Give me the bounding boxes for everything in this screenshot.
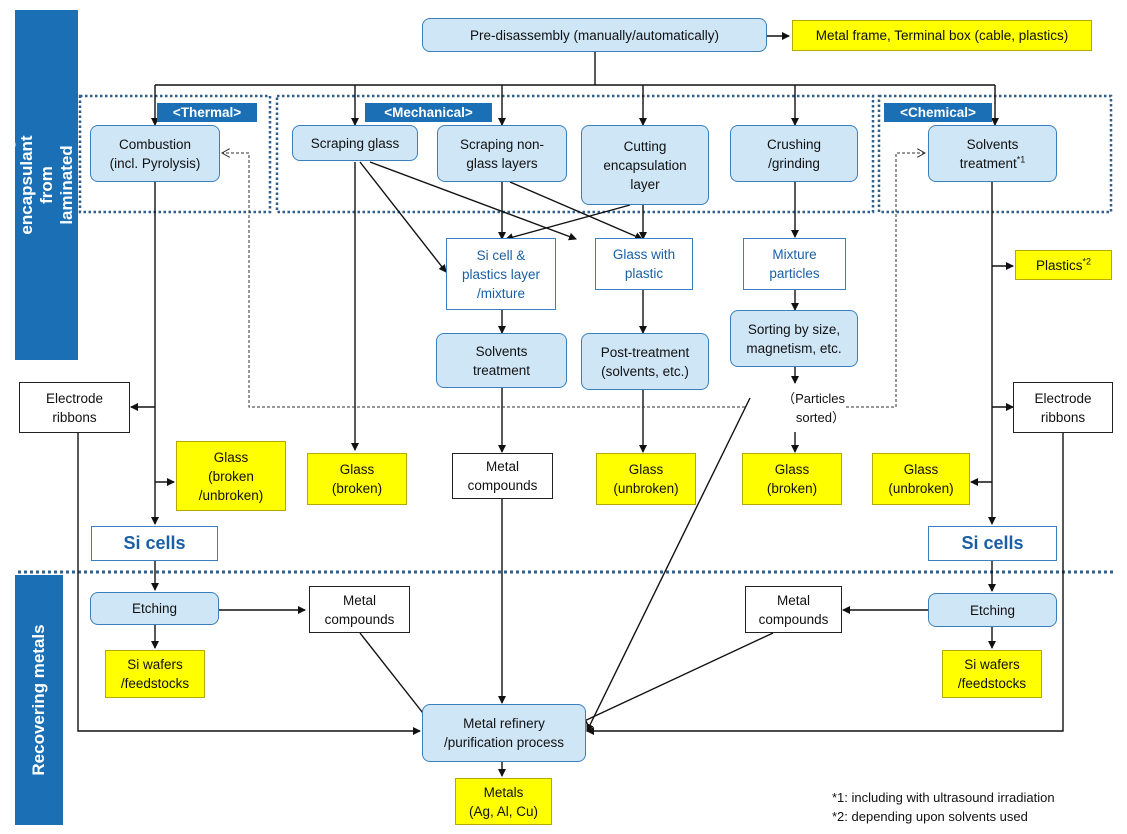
node-sorting: Sorting by size, magnetism, etc. bbox=[730, 310, 858, 367]
node-scraping-glass: Scraping glass bbox=[292, 125, 418, 161]
node-glass-unbroken-1: Glass (unbroken) bbox=[596, 453, 696, 505]
node-electrode-ribbons-right: Electrode ribbons bbox=[1013, 382, 1113, 433]
side-label-eliminating-encapsulant: Eliminating encapsulant from laminated s… bbox=[0, 10, 96, 360]
node-metal-frame-terminal-box: Metal frame, Terminal box (cable, plasti… bbox=[792, 20, 1092, 51]
node-metal-compounds-left: Metal compounds bbox=[309, 586, 410, 633]
node-metal-compounds-right: Metal compounds bbox=[745, 586, 842, 633]
node-metal-refinery: Metal refinery /purification process bbox=[422, 704, 586, 762]
node-solvents-mechanical: Solvents treatment bbox=[436, 333, 567, 388]
node-scraping-nonglass: Scraping non- glass layers bbox=[437, 125, 567, 182]
node-si-cells-right: Si cells bbox=[928, 526, 1057, 561]
node-etching-right: Etching bbox=[928, 593, 1057, 627]
node-plastics: Plastics*2 bbox=[1015, 250, 1112, 280]
node-cutting-encapsulation: Cutting encapsulation layer bbox=[581, 125, 709, 205]
node-etching-left: Etching bbox=[90, 592, 219, 625]
footnote-1: *1: including with ultrasound irradiatio… bbox=[832, 790, 1055, 805]
group-tag-mechanical: <Mechanical> bbox=[365, 103, 492, 122]
footnote-2: *2: depending upon solvents used bbox=[832, 809, 1028, 824]
node-glass-broken-1: Glass (broken) bbox=[307, 453, 407, 505]
arrows bbox=[77, 32, 1064, 777]
node-si-cell-plastics: Si cell & plastics layer /mixture bbox=[446, 238, 556, 310]
node-pre-disassembly: Pre-disassembly (manually/automatically) bbox=[422, 18, 767, 52]
node-glass-unbroken-2: Glass (unbroken) bbox=[872, 453, 970, 505]
node-crushing: Crushing /grinding bbox=[730, 125, 858, 182]
label-particles-sorted: （Particles sorted） bbox=[782, 391, 845, 425]
node-glass-broken-unbroken: Glass (broken /unbroken) bbox=[176, 441, 286, 511]
side-label-recovering-metals: Recovering metals bbox=[15, 575, 63, 825]
node-glass-with-plastic: Glass with plastic bbox=[595, 238, 693, 290]
node-post-treatment: Post-treatment (solvents, etc.) bbox=[581, 333, 709, 390]
node-electrode-ribbons-left: Electrode ribbons bbox=[19, 382, 130, 433]
node-si-wafers-right: Si wafers /feedstocks bbox=[942, 650, 1042, 698]
group-tag-chemical: <Chemical> bbox=[884, 103, 992, 122]
node-si-wafers-left: Si wafers /feedstocks bbox=[105, 650, 205, 698]
node-metal-compounds-mid: Metal compounds bbox=[452, 453, 553, 499]
node-combustion: Combustion (incl. Pyrolysis) bbox=[90, 125, 220, 182]
group-tag-thermal: <Thermal> bbox=[157, 103, 257, 122]
node-metals: Metals (Ag, Al, Cu) bbox=[455, 778, 552, 825]
node-solvents-chemical: Solvents treatment*1 bbox=[928, 125, 1057, 182]
node-mixture-particles: Mixture particles bbox=[743, 238, 846, 290]
dashed-loop bbox=[222, 153, 925, 408]
node-si-cells-left: Si cells bbox=[91, 526, 218, 561]
node-glass-broken-2: Glass (broken) bbox=[742, 453, 842, 505]
